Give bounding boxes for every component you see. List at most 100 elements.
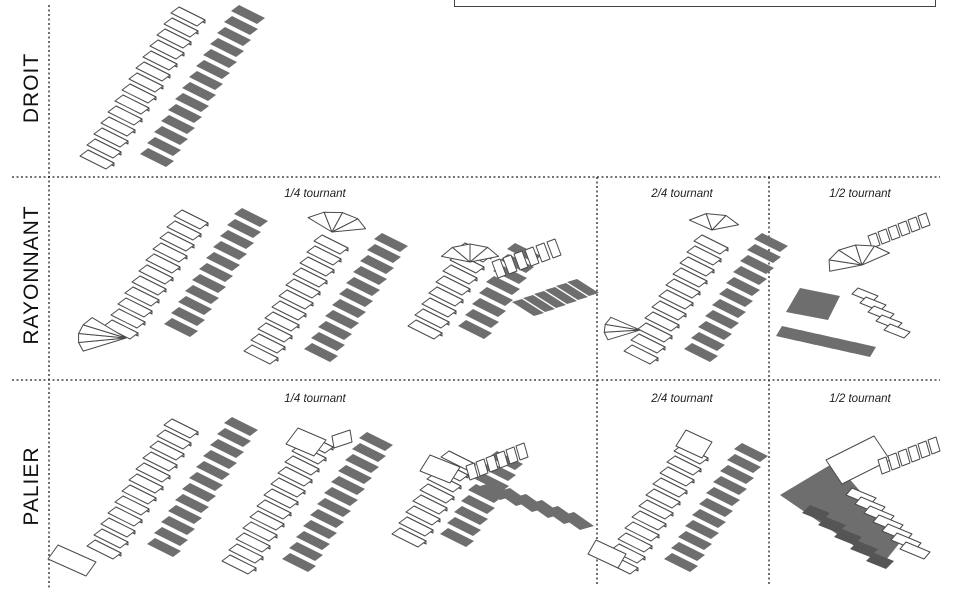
tread <box>442 264 478 285</box>
tread <box>887 224 901 241</box>
tread <box>86 138 122 159</box>
stair-shadow <box>740 255 774 274</box>
stair-palier-quarter-a <box>47 417 258 577</box>
tread <box>299 256 335 277</box>
stair-shadow <box>325 310 359 329</box>
stair-shadow <box>175 494 209 513</box>
stair-shadow <box>178 296 212 315</box>
stair-shadow <box>161 516 195 535</box>
tread <box>121 484 157 505</box>
label-palier-two-quarter-turn: 2/4 tournant <box>651 393 713 405</box>
stair-shadow <box>726 277 760 296</box>
tread <box>145 253 181 274</box>
tread <box>513 250 529 271</box>
tread <box>142 451 178 472</box>
tread <box>221 554 257 575</box>
stair-palier-two-quarter <box>587 429 768 575</box>
stair-shadow <box>210 38 244 57</box>
tread <box>414 308 450 329</box>
row-label-rayonnant: RAYONNANT <box>20 205 43 345</box>
tread <box>907 444 921 463</box>
stair-shadow <box>213 241 247 260</box>
tread <box>623 344 659 365</box>
stair-shadow <box>447 517 481 536</box>
tread <box>114 94 150 115</box>
stair-shadow <box>479 287 513 306</box>
tread <box>313 234 349 255</box>
stair-shadow <box>454 506 488 525</box>
stair-shadow <box>747 244 781 263</box>
tread <box>163 418 199 439</box>
tread <box>651 300 687 321</box>
tread <box>693 234 729 255</box>
winder-tread <box>711 215 740 231</box>
stair-shadow <box>692 509 726 528</box>
stair-shadow <box>534 291 566 308</box>
tread <box>135 462 171 483</box>
stair-shadow <box>304 343 338 362</box>
stair-shadow <box>282 553 316 572</box>
tread <box>163 17 199 38</box>
stair-shadow <box>168 104 202 123</box>
stair-shadow <box>353 266 387 285</box>
tread <box>435 275 471 296</box>
stair-shadow <box>698 321 732 340</box>
stair-shadow <box>523 295 555 312</box>
row-label-palier: PALIER <box>20 446 43 526</box>
stair-shadow <box>220 230 254 249</box>
tread <box>899 541 931 560</box>
stair-shadow <box>461 495 495 514</box>
tread <box>426 472 462 493</box>
tread <box>867 232 881 249</box>
tread <box>264 311 300 332</box>
tread <box>284 455 320 476</box>
tread <box>495 450 509 469</box>
label-palier-half-turn: 1/2 tournant <box>829 393 891 405</box>
tread <box>644 311 680 332</box>
tread <box>138 264 174 285</box>
tread <box>228 543 264 564</box>
tread <box>505 446 519 465</box>
tread <box>515 442 529 461</box>
label-palier-quarter-turn: 1/4 tournant <box>284 393 346 405</box>
stair-shadow <box>720 465 754 484</box>
tread <box>502 254 518 275</box>
tread <box>631 510 667 531</box>
stair-shadow <box>719 288 753 307</box>
tread <box>93 127 129 148</box>
stair-shadow <box>734 443 768 462</box>
stair-shadow <box>754 233 788 252</box>
stair-shadow <box>317 498 351 517</box>
tread <box>277 466 313 487</box>
tread <box>428 286 464 307</box>
stair-shadow <box>227 219 261 238</box>
tread <box>897 220 911 237</box>
stair-shadow <box>196 461 230 480</box>
stair-shadow <box>147 538 181 557</box>
tread <box>135 61 171 82</box>
winder-tread <box>604 316 641 331</box>
stair-shadow <box>699 498 733 517</box>
stair-shadow <box>706 487 740 506</box>
label-rayonnant-half-turn: 1/2 tournant <box>829 188 891 200</box>
tread <box>877 228 891 245</box>
tread <box>645 488 681 509</box>
stair-shadow <box>182 82 216 101</box>
tread <box>485 454 499 473</box>
stair-shadow <box>556 283 588 300</box>
tread <box>278 289 314 310</box>
stair-shadow <box>705 310 739 329</box>
tread <box>242 521 278 542</box>
tread <box>128 473 164 494</box>
tread <box>524 246 540 267</box>
stair-shadow <box>713 476 747 495</box>
stair-shadow <box>332 299 366 318</box>
stair-shadow <box>352 443 386 462</box>
stair-shadow <box>678 531 712 550</box>
tread <box>270 477 306 498</box>
tread <box>535 242 551 263</box>
tread <box>883 323 911 339</box>
top-frame-box <box>454 0 936 7</box>
stair-shadow <box>684 343 718 362</box>
